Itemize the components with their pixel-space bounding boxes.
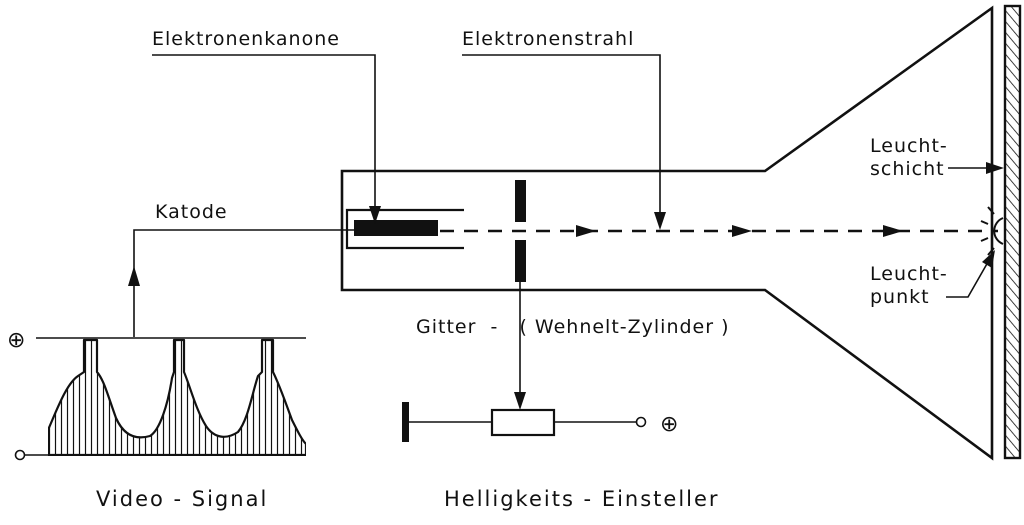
beam-arrows	[576, 225, 903, 237]
brightness-potentiometer	[402, 402, 647, 442]
video-signal-waveform	[48, 338, 306, 456]
cathode-arrow	[128, 266, 140, 286]
label-phosphor-layer-2: schicht	[870, 158, 945, 180]
terminal-left-low	[14, 449, 26, 461]
label-grid: Gitter - ( Wehnelt-Zylinder )	[416, 316, 730, 338]
electron-gun	[345, 208, 464, 250]
caption-brightness-control: Helligkeits - Einsteller	[444, 487, 720, 511]
cathode-element	[354, 220, 438, 236]
caption-video-signal: Video - Signal	[96, 487, 268, 511]
wiper-arrow	[514, 392, 526, 410]
light-spot-icon	[980, 206, 1004, 256]
label-electron-gun: Elektronenkanone	[152, 28, 340, 50]
cathode-wire	[133, 229, 358, 337]
label-phosphor-layer-1: Leucht-	[870, 135, 948, 157]
label-light-spot-1: Leucht-	[870, 263, 948, 285]
leader-electron-gun	[152, 54, 376, 212]
plus-terminal-right: ⊕	[660, 412, 678, 437]
label-cathode: Katode	[155, 201, 228, 223]
leader-electron-beam	[462, 54, 661, 218]
grid-plate-upper	[515, 180, 526, 222]
phosphor-screen	[1003, 4, 1022, 460]
label-light-spot-2: punkt	[870, 286, 930, 308]
leader-light-spot	[946, 261, 989, 298]
grid-plate-lower	[515, 240, 526, 282]
plus-terminal-left: ⊕	[7, 328, 25, 353]
tube-outline	[340, 5, 994, 461]
label-electron-beam: Elektronenstrahl	[462, 28, 634, 50]
